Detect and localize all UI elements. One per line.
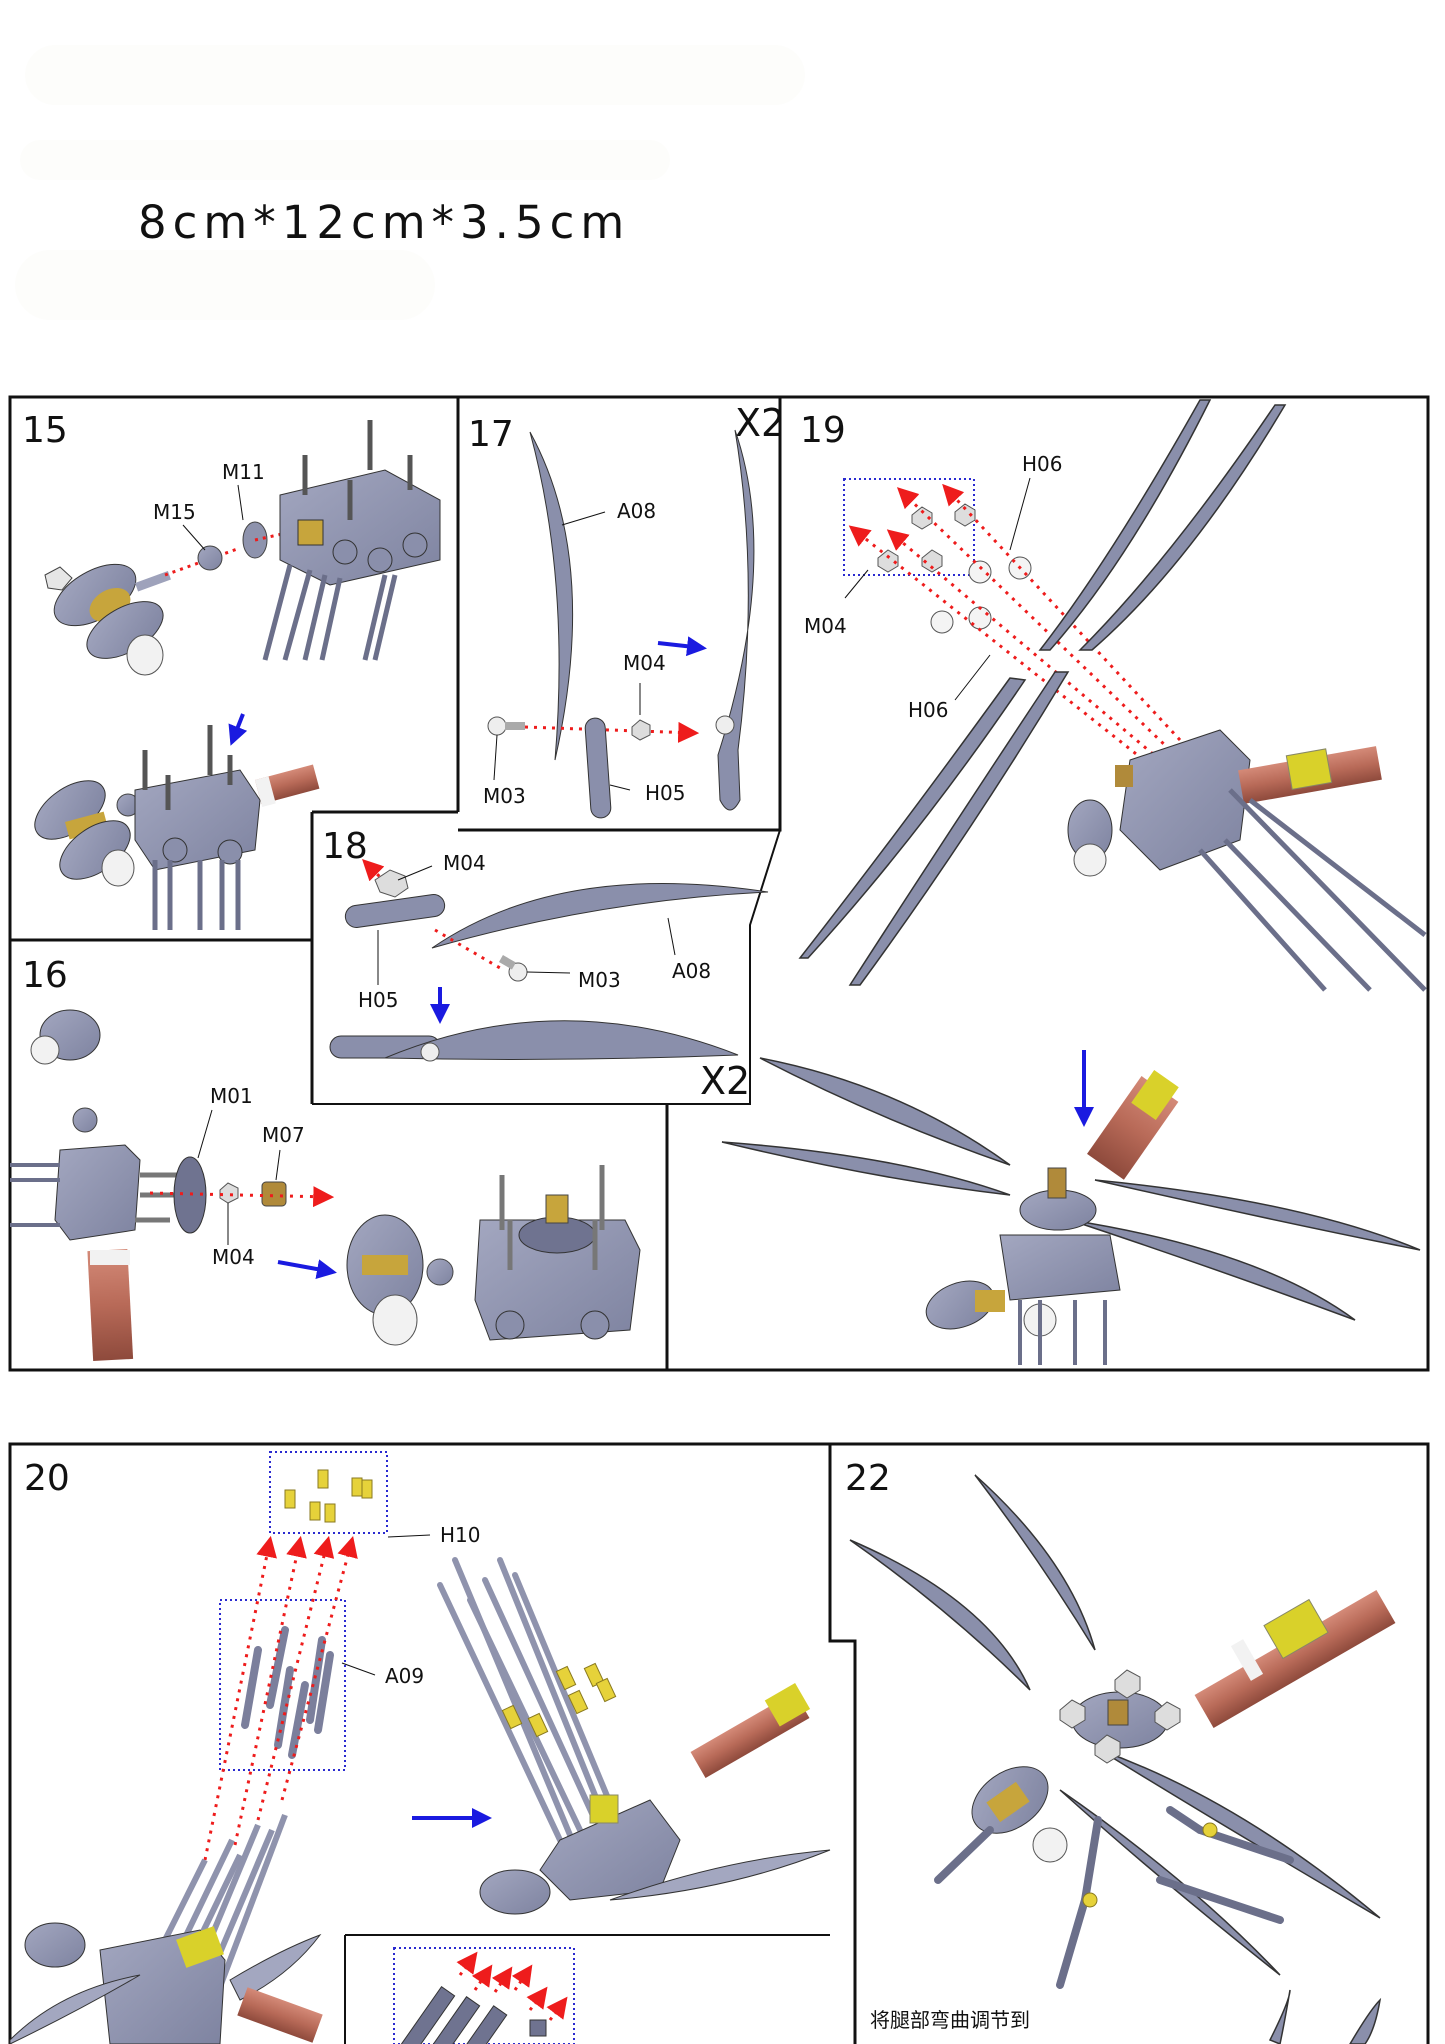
product-dimensions: 8cm*12cm*3.5cm xyxy=(138,196,631,249)
label-A09: A09 xyxy=(385,1664,424,1688)
step-number-15: 15 xyxy=(22,410,68,451)
assembled-head-thorax xyxy=(34,725,320,930)
step-number-22: 22 xyxy=(845,1458,891,1499)
step-number-16: 16 xyxy=(22,955,68,996)
label-M07: M07 xyxy=(262,1123,305,1147)
label-A08: A08 xyxy=(672,959,711,983)
head-part xyxy=(44,563,171,676)
step-22-illustration: 将腿部弯曲调节到 xyxy=(849,1474,1396,2044)
step-15-illustration: M11 M15 xyxy=(34,420,441,930)
step-number-19: 19 xyxy=(800,410,846,451)
label-M03: M03 xyxy=(578,968,621,992)
step-22-note: 将腿部弯曲调节到 xyxy=(870,2008,1030,2032)
step-16-illustration: M01 M04 M07 xyxy=(10,1009,641,1361)
label-A08: A08 xyxy=(617,499,656,523)
label-M01: M01 xyxy=(210,1084,253,1108)
step-18-illustration: M04 H05 A08 M03 xyxy=(329,851,769,1062)
step-number-20: 20 xyxy=(24,1458,70,1499)
upper-frame xyxy=(8,395,1430,1372)
label-M04: M04 xyxy=(804,614,847,638)
label-H10: H10 xyxy=(440,1523,481,1547)
thorax-block xyxy=(262,420,441,661)
label-H05: H05 xyxy=(645,781,686,805)
step-number-18: 18 xyxy=(322,826,368,867)
label-M04: M04 xyxy=(623,651,666,675)
multiplier-step-17: X2 xyxy=(735,401,785,445)
label-H05: H05 xyxy=(358,988,399,1012)
step-17-illustration: A08 M03 H05 M04 xyxy=(483,429,755,819)
multiplier-step-18: X2 xyxy=(700,1059,750,1103)
label-M03: M03 xyxy=(483,784,526,808)
faded-banner-background xyxy=(25,45,805,105)
faded-banner-background xyxy=(15,250,435,320)
label-M11: M11 xyxy=(222,460,265,484)
label-H06: H06 xyxy=(908,698,949,722)
label-M15: M15 xyxy=(153,500,196,524)
label-H06: H06 xyxy=(1022,452,1063,476)
step-number-17: 17 xyxy=(468,414,514,455)
step-20-illustration: H10 A09 xyxy=(9,1451,831,2044)
step-19-illustration: H06 M04 H06 xyxy=(721,399,1427,1365)
faded-banner-background xyxy=(20,140,670,180)
label-M04: M04 xyxy=(443,851,486,875)
label-M04: M04 xyxy=(212,1245,255,1269)
screw-M03 xyxy=(487,716,525,736)
lower-frame xyxy=(8,1442,1430,2044)
step-21-partial-illustration xyxy=(393,1947,575,2044)
